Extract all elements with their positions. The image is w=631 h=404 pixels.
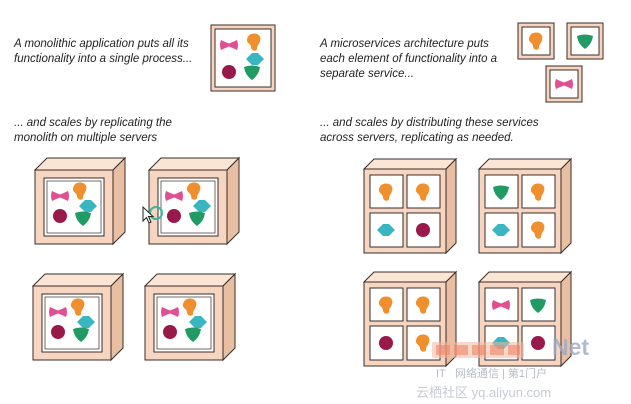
monolith-caption-line: functionality into a single process...	[14, 53, 193, 65]
microservice-server	[363, 158, 457, 254]
monolith-server	[35, 158, 125, 244]
monolith-server	[33, 274, 123, 360]
microservices-scaling-caption-line: across servers, replicating as needed.	[320, 132, 514, 144]
watermark: Net IT 网络通信 | 第1门户 云栖社区 yq.aliyun.com	[416, 334, 630, 402]
service-box-green	[566, 22, 604, 60]
microservices-caption-line: A microservices architecture puts	[320, 38, 489, 50]
watermark-site: 云栖社区 yq.aliyun.com	[416, 385, 552, 400]
mouse-cursor-icon	[142, 205, 163, 224]
microservice-server	[478, 158, 572, 254]
microservices-scaling-caption: ... and scales by distributing these ser…	[320, 116, 539, 146]
microservices-caption-line: each element of functionality into a	[320, 53, 498, 65]
watermark-logo-icon	[432, 342, 524, 358]
watermark-brand: Net	[552, 334, 590, 360]
microservices-caption: A microservices architecture puts each e…	[320, 37, 497, 82]
service-box-orange	[517, 22, 555, 60]
microservices-caption-line: separate service...	[320, 68, 414, 80]
service-box-pink	[545, 65, 583, 103]
maroon-circle-icon	[222, 65, 236, 79]
monolith-scaling-caption-line: monolith on multiple servers	[14, 132, 158, 144]
monolith-scaling-caption: ... and scales by replicating the monoli…	[14, 116, 172, 146]
monolith-process-box	[210, 24, 276, 92]
monolith-caption: A monolithic application puts all its fu…	[14, 37, 192, 67]
monolith-server	[149, 158, 239, 244]
watermark-tagline: IT 网络通信 | 第1门户	[436, 368, 548, 380]
microservices-scaling-caption-line: ... and scales by distributing these ser…	[320, 117, 539, 129]
monolith-caption-line: A monolithic application puts all its	[14, 38, 189, 50]
monolith-scaling-caption-line: ... and scales by replicating the	[14, 117, 172, 129]
monolith-server	[145, 274, 235, 360]
